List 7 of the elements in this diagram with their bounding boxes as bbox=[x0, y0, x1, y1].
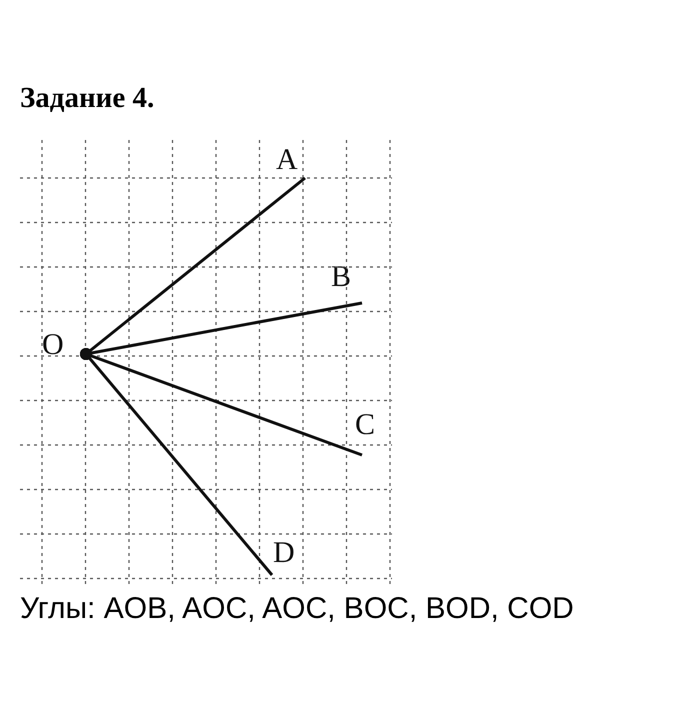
ray-line bbox=[80, 348, 274, 576]
point-label: O bbox=[42, 330, 64, 360]
point-label: A bbox=[276, 145, 298, 175]
point-label: C bbox=[355, 410, 376, 440]
point-label: D bbox=[273, 538, 295, 568]
task-title: Задание 4. bbox=[20, 82, 154, 115]
answer-text: Углы: AOB, AOC, AOC, BOC, BOD, COD bbox=[20, 592, 574, 626]
